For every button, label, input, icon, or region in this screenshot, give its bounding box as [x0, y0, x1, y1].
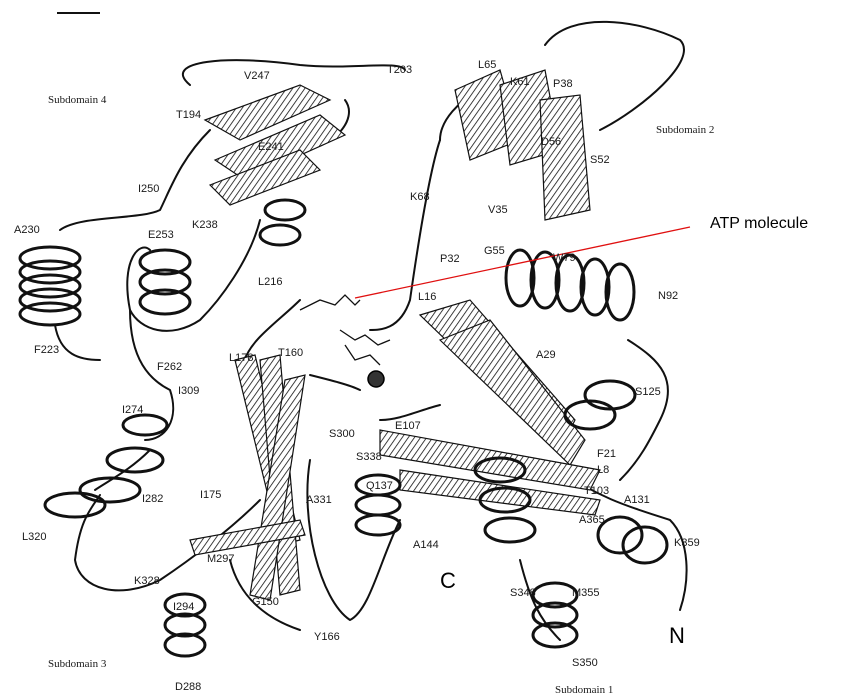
residue-label: L65 [478, 59, 496, 71]
residue-label: W79 [553, 252, 576, 264]
residue-label: A365 [579, 514, 605, 526]
residue-label: S338 [356, 451, 382, 463]
atp-annotation-line [355, 227, 690, 298]
residue-label: K68 [410, 191, 430, 203]
residue-label: V247 [244, 70, 270, 82]
c-terminus-label: C [440, 568, 456, 593]
residue-label: K328 [134, 575, 160, 587]
beta-strands [190, 70, 600, 600]
residue-label: F223 [34, 344, 59, 356]
residue-label: P38 [553, 78, 573, 90]
subdomain-4-label: Subdomain 4 [48, 94, 107, 106]
residue-label: I274 [122, 404, 143, 416]
subdomain-2-label: Subdomain 2 [656, 124, 714, 136]
residue-label: I250 [138, 183, 159, 195]
residue-label: I309 [178, 385, 199, 397]
subdomain-3-label: Subdomain 3 [48, 658, 107, 670]
residue-label: S125 [635, 386, 661, 398]
residue-label: A331 [306, 494, 332, 506]
backbone-coils [55, 22, 687, 640]
residue-label: D56 [541, 136, 561, 148]
helix-e253 [140, 250, 190, 314]
residue-label: G55 [484, 245, 505, 257]
residue-label: E241 [258, 141, 284, 153]
residue-label: A144 [413, 539, 439, 551]
residue-label: S348 [510, 587, 536, 599]
residue-label: L178 [229, 352, 253, 364]
n-terminus-label: N [669, 623, 685, 648]
residue-label: S52 [590, 154, 610, 166]
residue-label: A29 [536, 349, 556, 361]
residue-label: K238 [192, 219, 218, 231]
residue-label: N92 [658, 290, 678, 302]
atp-molecule [300, 295, 390, 387]
residue-label: L320 [22, 531, 46, 543]
residue-label: D288 [175, 681, 201, 693]
residue-label: E107 [395, 420, 421, 432]
helix-k359 [598, 517, 667, 563]
helix-e241 [260, 200, 305, 245]
residue-label: T103 [584, 485, 609, 497]
atp-annotation-label: ATP molecule [710, 215, 808, 232]
subdomain-1-label: Subdomain 1 [555, 684, 613, 696]
residue-label: K61 [510, 76, 530, 88]
residue-label: Y166 [314, 631, 340, 643]
residue-label: F21 [597, 448, 616, 460]
residue-labels: T203 V247 T194 E241 I250 K238 A230 E253 … [14, 59, 700, 693]
metal-ion [368, 371, 384, 387]
residue-label: A131 [624, 494, 650, 506]
residue-label: I175 [200, 489, 221, 501]
residue-label: E253 [148, 229, 174, 241]
residue-label: T203 [387, 64, 412, 76]
residue-label: Q137 [366, 480, 393, 492]
residue-label: L16 [418, 291, 436, 303]
residue-label: M297 [207, 553, 235, 565]
residue-label: T194 [176, 109, 201, 121]
residue-label: F262 [157, 361, 182, 373]
residue-label: L8 [597, 464, 609, 476]
residue-label: T160 [278, 347, 303, 359]
residue-label: K359 [674, 537, 700, 549]
residue-label: V35 [488, 204, 508, 216]
residue-label: I294 [173, 601, 194, 613]
residue-label: S350 [572, 657, 598, 669]
residue-label: L216 [258, 276, 282, 288]
residue-label: M355 [572, 587, 600, 599]
residue-label: G150 [252, 596, 279, 608]
residue-label: P32 [440, 253, 460, 265]
helix-s125 [565, 381, 635, 429]
helix-a230 [20, 247, 80, 325]
residue-label: I282 [142, 493, 163, 505]
residue-label: A230 [14, 224, 40, 236]
residue-label: S300 [329, 428, 355, 440]
